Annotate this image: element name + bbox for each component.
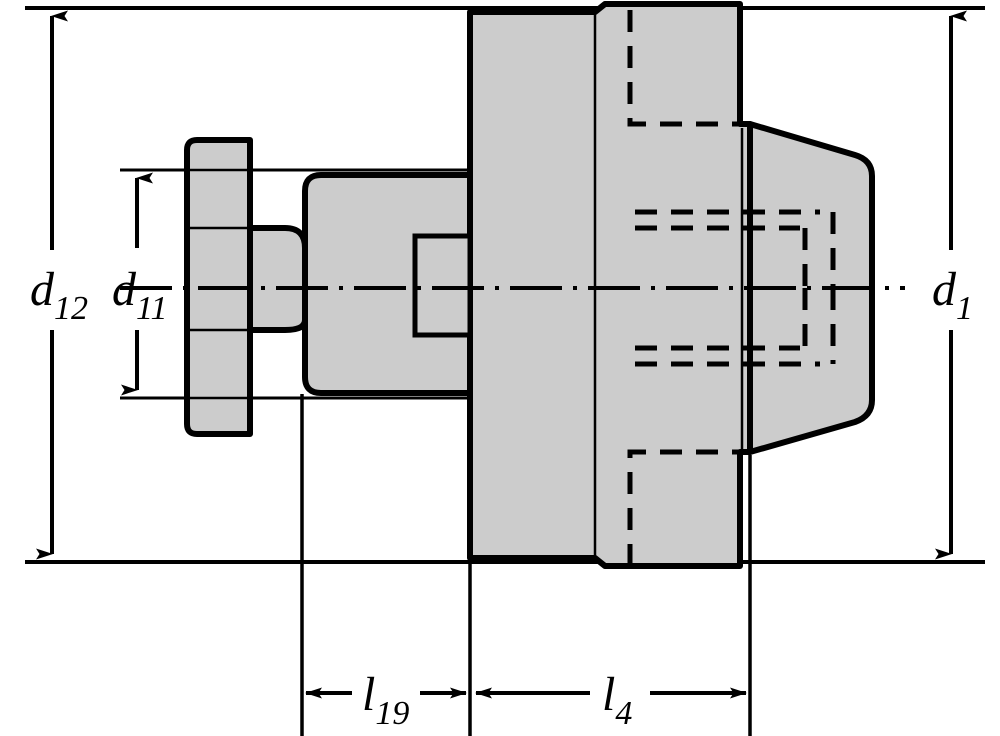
dimension-label-l19: l19 [362, 668, 409, 732]
dimension-label-l4: l4 [602, 668, 632, 732]
hidden-lines-group [627, 10, 836, 566]
dimension-label-l19-subscript: 19 [375, 695, 409, 732]
dimension-label-l19-base: l [362, 668, 375, 721]
dimension-label-d12-subscript: 12 [54, 290, 88, 327]
dimension-label-d1-subscript: 1 [956, 290, 973, 327]
vertical-dimension-lines [36, 10, 967, 560]
internal-section-edges [187, 12, 744, 558]
dimension-label-d11-subscript: 11 [136, 290, 167, 327]
dimension-label-d1-base: d [932, 263, 957, 316]
dimension-label-l4-base: l [602, 668, 615, 721]
main-body-profile [467, 1, 753, 569]
dimension-label-d1: d1 [932, 263, 973, 327]
dimension-labels-group: d12 d11 d1 l19 l4 [30, 263, 973, 732]
dimension-label-d12-base: d [30, 263, 55, 316]
neck-profile [247, 225, 308, 333]
key-block-profile [412, 233, 473, 338]
dimension-label-d12: d12 [30, 263, 88, 327]
dimension-label-d11: d11 [112, 263, 167, 327]
part-solid-group [184, 1, 875, 569]
dimension-label-l4-subscript: 4 [615, 695, 632, 732]
hidden-slot-lower [627, 449, 750, 566]
hidden-slot-upper [627, 10, 750, 127]
dimension-label-d11-base: d [112, 263, 137, 316]
